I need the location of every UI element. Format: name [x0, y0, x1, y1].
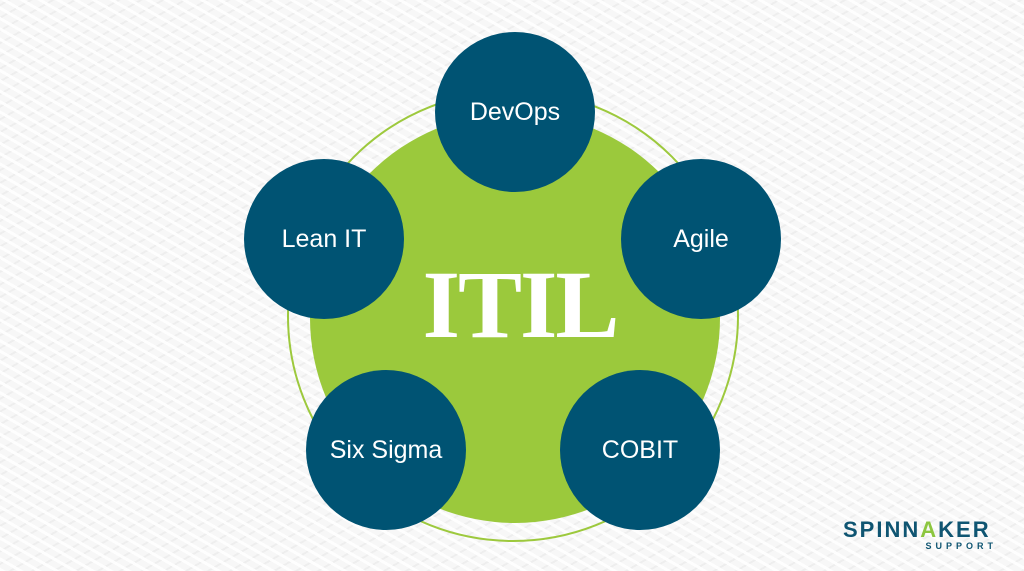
node-cobit: COBIT [560, 370, 720, 530]
itil-label: ITIL [422, 251, 620, 358]
node-six-sigma: Six Sigma [306, 370, 466, 530]
node-devops: DevOps [435, 32, 595, 192]
logo-subtext: SUPPORT [925, 541, 997, 551]
logo-text-accent: A [920, 517, 939, 542]
logo-text-suffix: KER [938, 517, 991, 542]
node-lean-it: Lean IT [244, 159, 404, 319]
node-agile: Agile [621, 159, 781, 319]
logo-text-prefix: SPINN [843, 517, 921, 542]
spinnaker-logo: SPINNAKER SUPPORT [843, 517, 1003, 551]
